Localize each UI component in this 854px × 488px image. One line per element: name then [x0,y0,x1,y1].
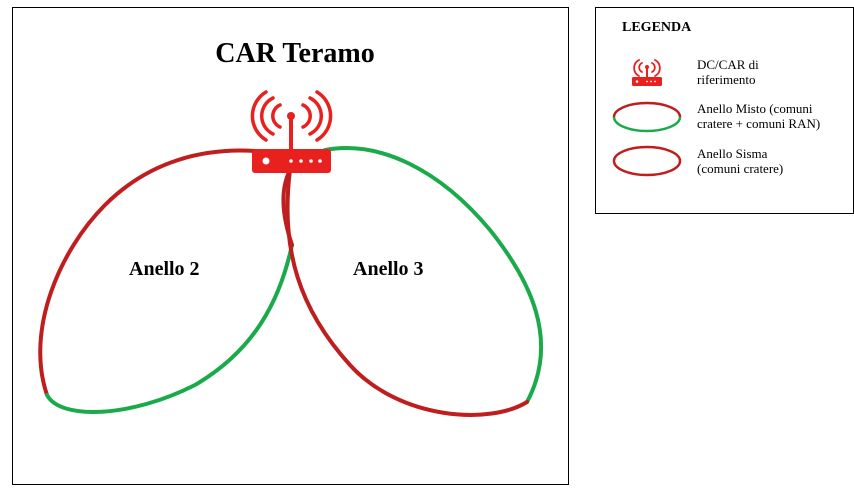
legend-title: LEGENDA [622,20,692,35]
legend-seismic-ring-icon [612,145,682,177]
legend-router-icon [632,59,662,86]
router-icon [250,90,333,173]
ring-2-red-segment [38,148,257,397]
ring-3-red-segment [285,168,529,417]
diagram-title: CAR Teramo [215,38,375,69]
ring-label-anello-2: Anello 2 [129,258,200,280]
ring-anello-3 [285,146,543,417]
legend-item-mixed-ring: Anello Misto (comuni cratere + comuni RA… [697,101,821,131]
ring-2-green-segment [45,243,294,414]
legend-mixed-ring-icon [612,101,682,133]
ring-label-anello-3: Anello 3 [353,258,424,280]
legend-item-seismic-ring: Anello Sisma (comuni cratere) [697,146,784,176]
ring-3-green-segment [323,146,543,404]
diagram-panel [12,7,569,485]
ring-anello-2 [38,148,294,414]
legend-item-dc-car: DC/CAR di riferimento [697,57,759,87]
